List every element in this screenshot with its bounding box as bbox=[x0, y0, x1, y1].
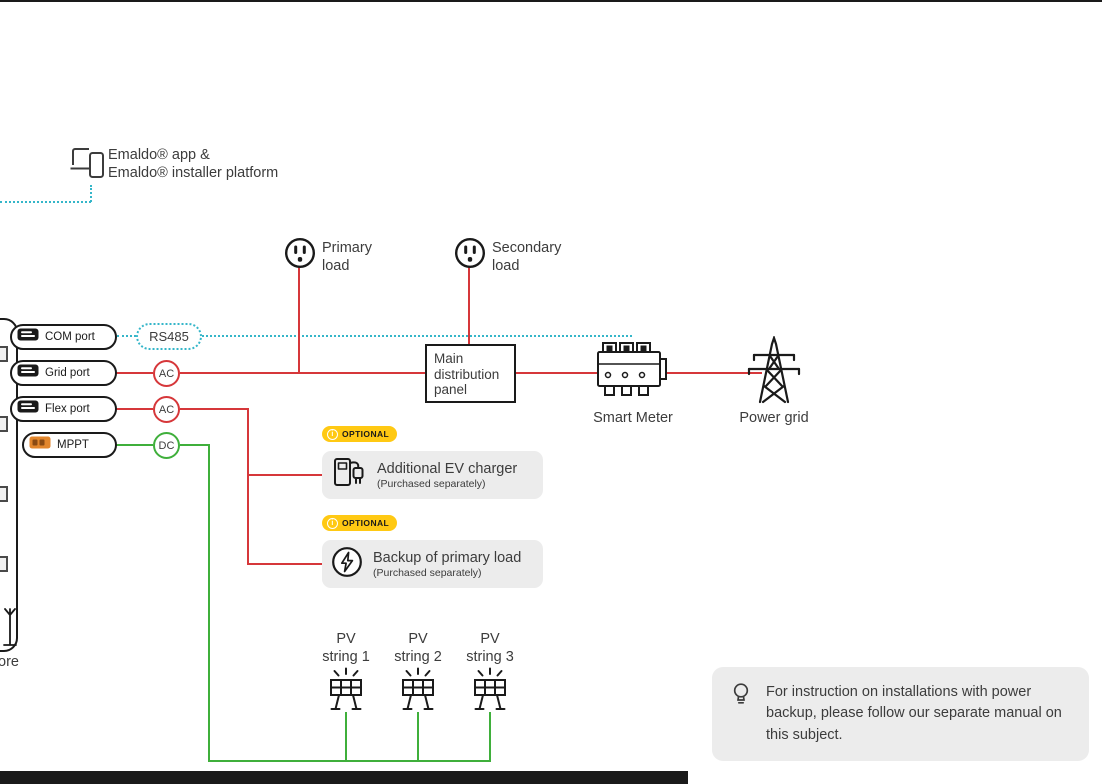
wire-flex-horizontal bbox=[180, 408, 249, 410]
primary-load-line1: Primary bbox=[322, 240, 372, 256]
grid-port-label: Grid port bbox=[45, 367, 90, 379]
com-port-rs485-stub bbox=[117, 335, 136, 337]
wire-pv1-stub bbox=[345, 712, 347, 762]
solar-panel-icon bbox=[470, 667, 510, 718]
wire-mppt-dc bbox=[115, 444, 153, 446]
rs485-tag: RS485 bbox=[136, 323, 202, 350]
wire-dc-horizontal bbox=[180, 444, 210, 446]
wire-ev-branch bbox=[247, 474, 324, 476]
power-grid-tower-icon bbox=[744, 334, 804, 409]
app-label-line1: Emaldo® app & bbox=[108, 147, 210, 163]
rs485-comm-line bbox=[202, 335, 632, 337]
backup-load-subtitle: (Purchased separately) bbox=[373, 566, 482, 579]
secondary-load-outlet-icon bbox=[454, 237, 486, 274]
wire-pv2-stub bbox=[417, 712, 419, 762]
device-port-cutout bbox=[0, 416, 8, 432]
solar-panel-icon bbox=[326, 667, 366, 718]
primary-load-label: Primary load bbox=[322, 240, 372, 275]
optional-badge-label: OPTIONAL bbox=[342, 429, 390, 439]
mppt-icon bbox=[29, 436, 51, 454]
smart-meter-label: Smart Meter bbox=[593, 410, 673, 426]
wire-gridport-ac bbox=[115, 372, 153, 374]
com-port-label: COM port bbox=[45, 331, 95, 343]
top-border bbox=[0, 0, 1102, 2]
ev-charger-title: Additional EV charger bbox=[377, 460, 518, 477]
app-platform-label: Emaldo® app & Emaldo® installer platform bbox=[108, 147, 278, 182]
note-box: For instruction on installations with po… bbox=[712, 667, 1089, 761]
mppt-label: MPPT bbox=[57, 439, 89, 451]
ac-node-flex: AC bbox=[153, 396, 180, 423]
wire-flexport-ac bbox=[115, 408, 153, 410]
device-port-cutout bbox=[0, 486, 8, 502]
lightning-circle-icon bbox=[331, 546, 363, 583]
flex-port-label: Flex port bbox=[45, 403, 90, 415]
backup-load-title: Backup of primary load bbox=[373, 549, 522, 566]
backup-load-box: Backup of primary load (Purchased separa… bbox=[322, 540, 543, 588]
wire-pv3-stub bbox=[489, 712, 491, 762]
optional-badge-ev: i OPTIONAL bbox=[322, 426, 398, 442]
secondary-load-line2: load bbox=[492, 257, 520, 274]
grid-port: Grid port bbox=[10, 360, 117, 386]
secondary-load-label: Secondary load bbox=[492, 240, 561, 275]
app-label-line2: Emaldo® installer platform bbox=[108, 164, 279, 181]
wire-dc-vertical bbox=[208, 444, 210, 762]
smart-meter-icon bbox=[595, 340, 669, 405]
ev-charger-box: Additional EV charger (Purchased separat… bbox=[322, 451, 543, 499]
app-comm-line-vertical bbox=[90, 185, 92, 202]
laptop-phone-icon bbox=[70, 146, 106, 185]
flex-port-icon bbox=[17, 400, 39, 418]
flex-port: Flex port bbox=[10, 396, 117, 422]
pv-string-3-label: PV string 3 bbox=[466, 631, 514, 665]
backup-load-text: Backup of primary load (Purchased separa… bbox=[373, 550, 521, 579]
app-comm-line-horizontal bbox=[0, 201, 91, 203]
optional-badge-backup: i OPTIONAL bbox=[322, 515, 398, 531]
device-port-cutout bbox=[0, 346, 8, 362]
lightbulb-icon bbox=[732, 682, 750, 713]
wire-pv-bus bbox=[208, 760, 491, 762]
ac-node-grid: AC bbox=[153, 360, 180, 387]
ev-charger-icon bbox=[333, 456, 367, 495]
dc-node-mppt: DC bbox=[153, 432, 180, 459]
solar-panel-icon bbox=[398, 667, 438, 718]
secondary-load-line1: Secondary bbox=[492, 240, 562, 256]
device-port-cutout bbox=[0, 556, 8, 572]
main-distribution-panel: Main distribution panel bbox=[425, 344, 516, 403]
power-grid-label: Power grid bbox=[739, 410, 809, 426]
antenna-icon bbox=[2, 606, 18, 653]
primary-load-outlet-icon bbox=[284, 237, 316, 274]
info-icon: i bbox=[327, 517, 338, 529]
note-text: For instruction on installations with po… bbox=[766, 683, 1062, 743]
com-port: COM port bbox=[10, 324, 117, 350]
ev-charger-text: Additional EV charger (Purchased separat… bbox=[377, 461, 517, 490]
pv-string-2-label: PV string 2 bbox=[394, 631, 442, 665]
wire-flex-vertical bbox=[247, 408, 249, 565]
bottom-partial-element bbox=[0, 771, 688, 784]
info-icon: i bbox=[327, 428, 338, 440]
optional-badge-label: OPTIONAL bbox=[342, 518, 390, 528]
wire-secondary-load-drop bbox=[468, 267, 470, 345]
pv-string-1-label: PV string 1 bbox=[322, 631, 370, 665]
primary-load-line2: load bbox=[322, 257, 350, 274]
wire-backup-branch bbox=[247, 563, 324, 565]
ev-charger-subtitle: (Purchased separately) bbox=[377, 477, 486, 490]
grid-port-icon bbox=[17, 364, 39, 382]
wire-primary-load-drop bbox=[298, 267, 300, 373]
mppt-port: MPPT bbox=[22, 432, 117, 458]
device-label-partial: ore bbox=[0, 654, 19, 670]
com-port-icon bbox=[17, 328, 39, 346]
